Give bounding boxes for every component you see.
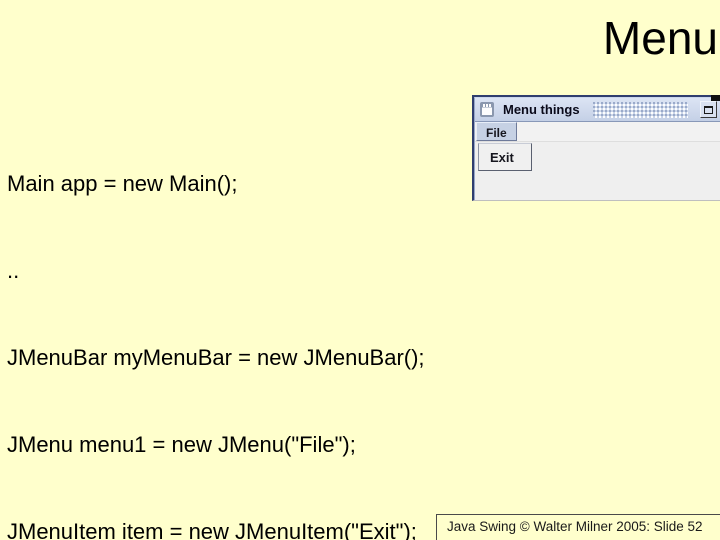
- code-line: JMenu menu1 = new JMenu("File");: [7, 432, 356, 457]
- slide-footer: Java Swing © Walter Milner 2005: Slide 5…: [436, 514, 720, 540]
- code-line: Main app = new Main();: [7, 171, 238, 196]
- window-icon: [480, 102, 494, 117]
- window-title-bar[interactable]: Menu things: [475, 95, 720, 122]
- window-inner: Menu things File Exit: [474, 95, 720, 200]
- menu-item-exit[interactable]: Exit: [490, 149, 514, 165]
- window-title: Menu things: [503, 102, 580, 117]
- code-line: ..: [7, 258, 20, 283]
- app-window: Menu things File Exit: [472, 95, 720, 201]
- code-block: Main app = new Main(); .. JMenuBar myMen…: [7, 111, 429, 540]
- menu-bar: File: [475, 122, 720, 142]
- maximize-icon: [704, 105, 713, 114]
- code-line: JMenuBar myMenuBar = new JMenuBar();: [7, 345, 425, 370]
- menu-file[interactable]: File: [476, 122, 517, 141]
- code-line: JMenuItem item = new JMenuItem("Exit");: [7, 519, 417, 540]
- page-title: Menu: [602, 12, 718, 64]
- close-button-partial[interactable]: [711, 95, 720, 101]
- maximize-button[interactable]: [700, 101, 717, 118]
- title-bar-texture: [592, 101, 688, 118]
- file-menu-dropdown: Exit: [478, 143, 532, 171]
